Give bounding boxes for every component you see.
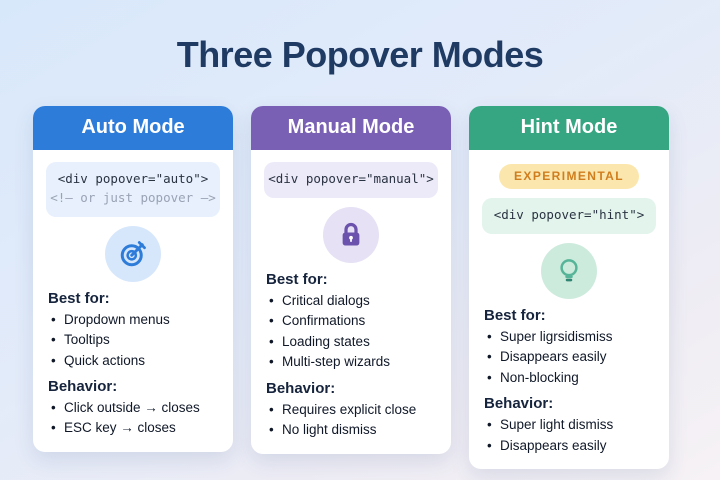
- card-header-auto: Auto Mode: [33, 106, 233, 150]
- best-for-label: Best for:: [48, 289, 110, 307]
- best-for-label: Best for:: [484, 306, 546, 324]
- experimental-badge: EXPERIMENTAL: [499, 164, 639, 189]
- lock-icon: [323, 206, 379, 263]
- code-snippet: <div popover="manual">: [264, 162, 438, 198]
- list-item: No light dismiss: [268, 421, 438, 439]
- page-title: Three Popover Modes: [176, 34, 544, 75]
- cards-row: Auto Mode <div popover="auto"> <!– or ju…: [0, 106, 720, 470]
- lightbulb-icon: [541, 242, 597, 299]
- behavior-label: Behavior:: [48, 377, 118, 395]
- card-body: <div popover="manual"> Best for: Critica…: [251, 150, 451, 454]
- card-body: <div popover="auto"> <!– or just popover…: [33, 150, 233, 452]
- code-snippet: <div popover="hint">: [482, 198, 656, 234]
- list-item: Click outside → closes: [50, 399, 220, 417]
- list-item: Critical dialogs: [268, 292, 438, 310]
- code-line: <div popover="auto">: [57, 171, 209, 186]
- card-header-hint: Hint Mode: [469, 106, 669, 150]
- best-for-label: Best for:: [266, 270, 328, 288]
- list-item: Disappears easily: [486, 437, 656, 455]
- behavior-label: Behavior:: [484, 394, 554, 412]
- list-item: Super light dismiss: [486, 416, 656, 434]
- card-body: EXPERIMENTAL <div popover="hint"> Best f…: [469, 150, 669, 469]
- best-for-list: Dropdown menusTooltipsQuick actions: [50, 311, 220, 370]
- list-item: Requires explicit close: [268, 401, 438, 419]
- code-comment-line: <!– or just popover –>: [50, 189, 216, 205]
- list-item: Super ligrsidismiss: [486, 328, 656, 346]
- list-item: Non-blocking: [486, 369, 656, 387]
- best-for-list: Super ligrsidismissDisappears easilyNon-…: [486, 328, 656, 387]
- code-line: <div popover="manual">: [268, 171, 434, 186]
- best-for-list: Critical dialogsConfirmationsLoading sta…: [268, 292, 438, 372]
- behavior-list: Requires explicit close No light dismiss: [268, 401, 438, 440]
- card-hint-mode: Hint Mode EXPERIMENTAL <div popover="hin…: [469, 106, 669, 470]
- card-manual-mode: Manual Mode <div popover="manual"> Best …: [251, 106, 451, 454]
- code-line: <div popover="hint">: [493, 207, 645, 222]
- list-item: Tooltips: [50, 331, 220, 349]
- list-item: Loading states: [268, 333, 438, 351]
- list-item: Multi-step wizards: [268, 353, 438, 371]
- list-item: Dropdown menus: [50, 311, 220, 329]
- card-header-manual: Manual Mode: [251, 106, 451, 150]
- behavior-list: Click outside → closesESC key → closes: [50, 399, 220, 438]
- list-item: ESC key → closes: [50, 419, 220, 437]
- code-snippet: <div popover="auto"> <!– or just popover…: [46, 162, 220, 217]
- card-auto-mode: Auto Mode <div popover="auto"> <!– or ju…: [33, 106, 233, 452]
- target-icon: [105, 225, 161, 282]
- behavior-list: Super light dismissDisappears easily: [486, 416, 656, 455]
- list-item: Quick actions: [50, 352, 220, 370]
- list-item: Disappears easily: [486, 348, 656, 366]
- behavior-label: Behavior:: [266, 379, 336, 397]
- list-item: Confirmations: [268, 312, 438, 330]
